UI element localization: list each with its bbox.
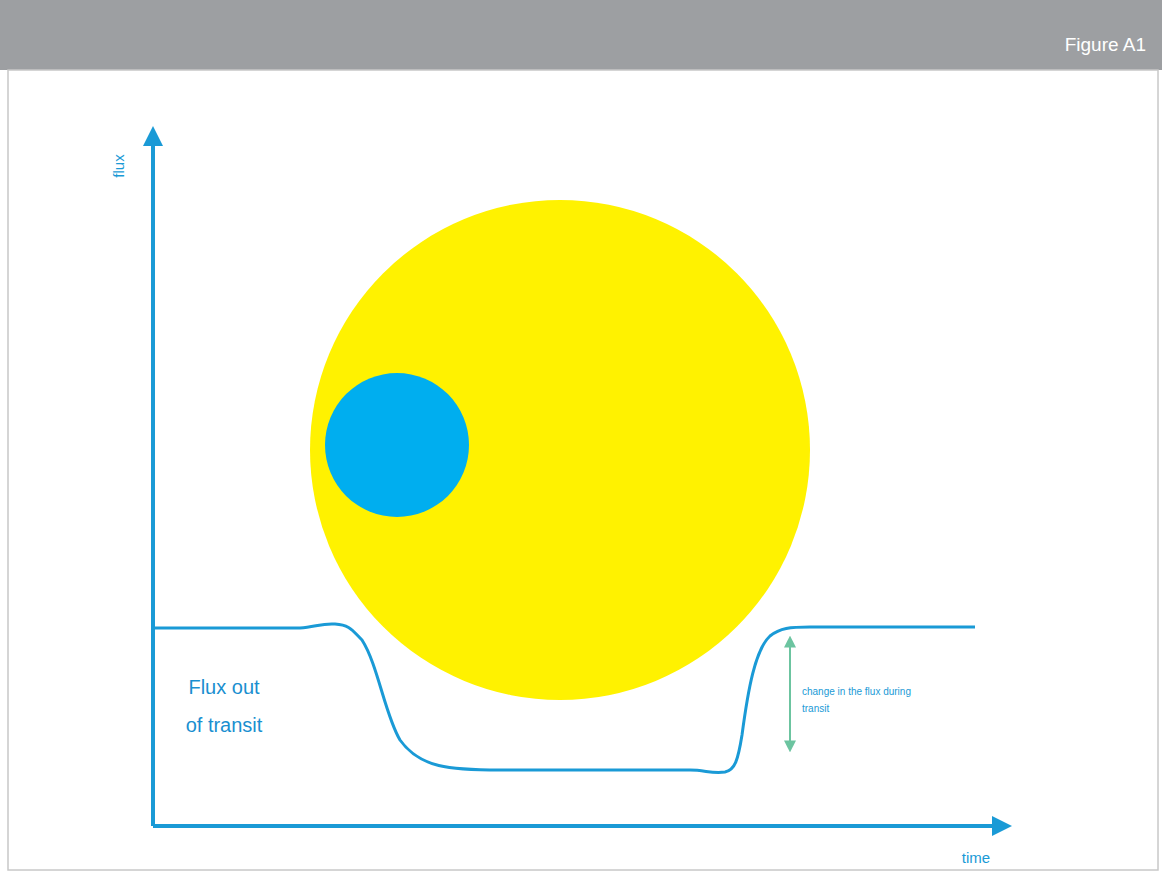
figure-title: Figure A1	[1065, 34, 1146, 56]
planet-disc	[325, 373, 469, 517]
light-curve	[153, 624, 975, 773]
axis-label: time	[946, 848, 1006, 868]
flux-change-arrow	[789, 638, 791, 750]
figure-frame	[8, 70, 1158, 870]
header-band	[0, 0, 1162, 70]
annotation-text: change in the flux during transit	[802, 683, 914, 717]
flux-axis	[151, 130, 155, 826]
axis-label: flux	[109, 143, 129, 189]
annotation-text: Flux out of transit	[178, 668, 270, 744]
star-disc	[310, 200, 810, 700]
time-axis	[153, 824, 1008, 828]
